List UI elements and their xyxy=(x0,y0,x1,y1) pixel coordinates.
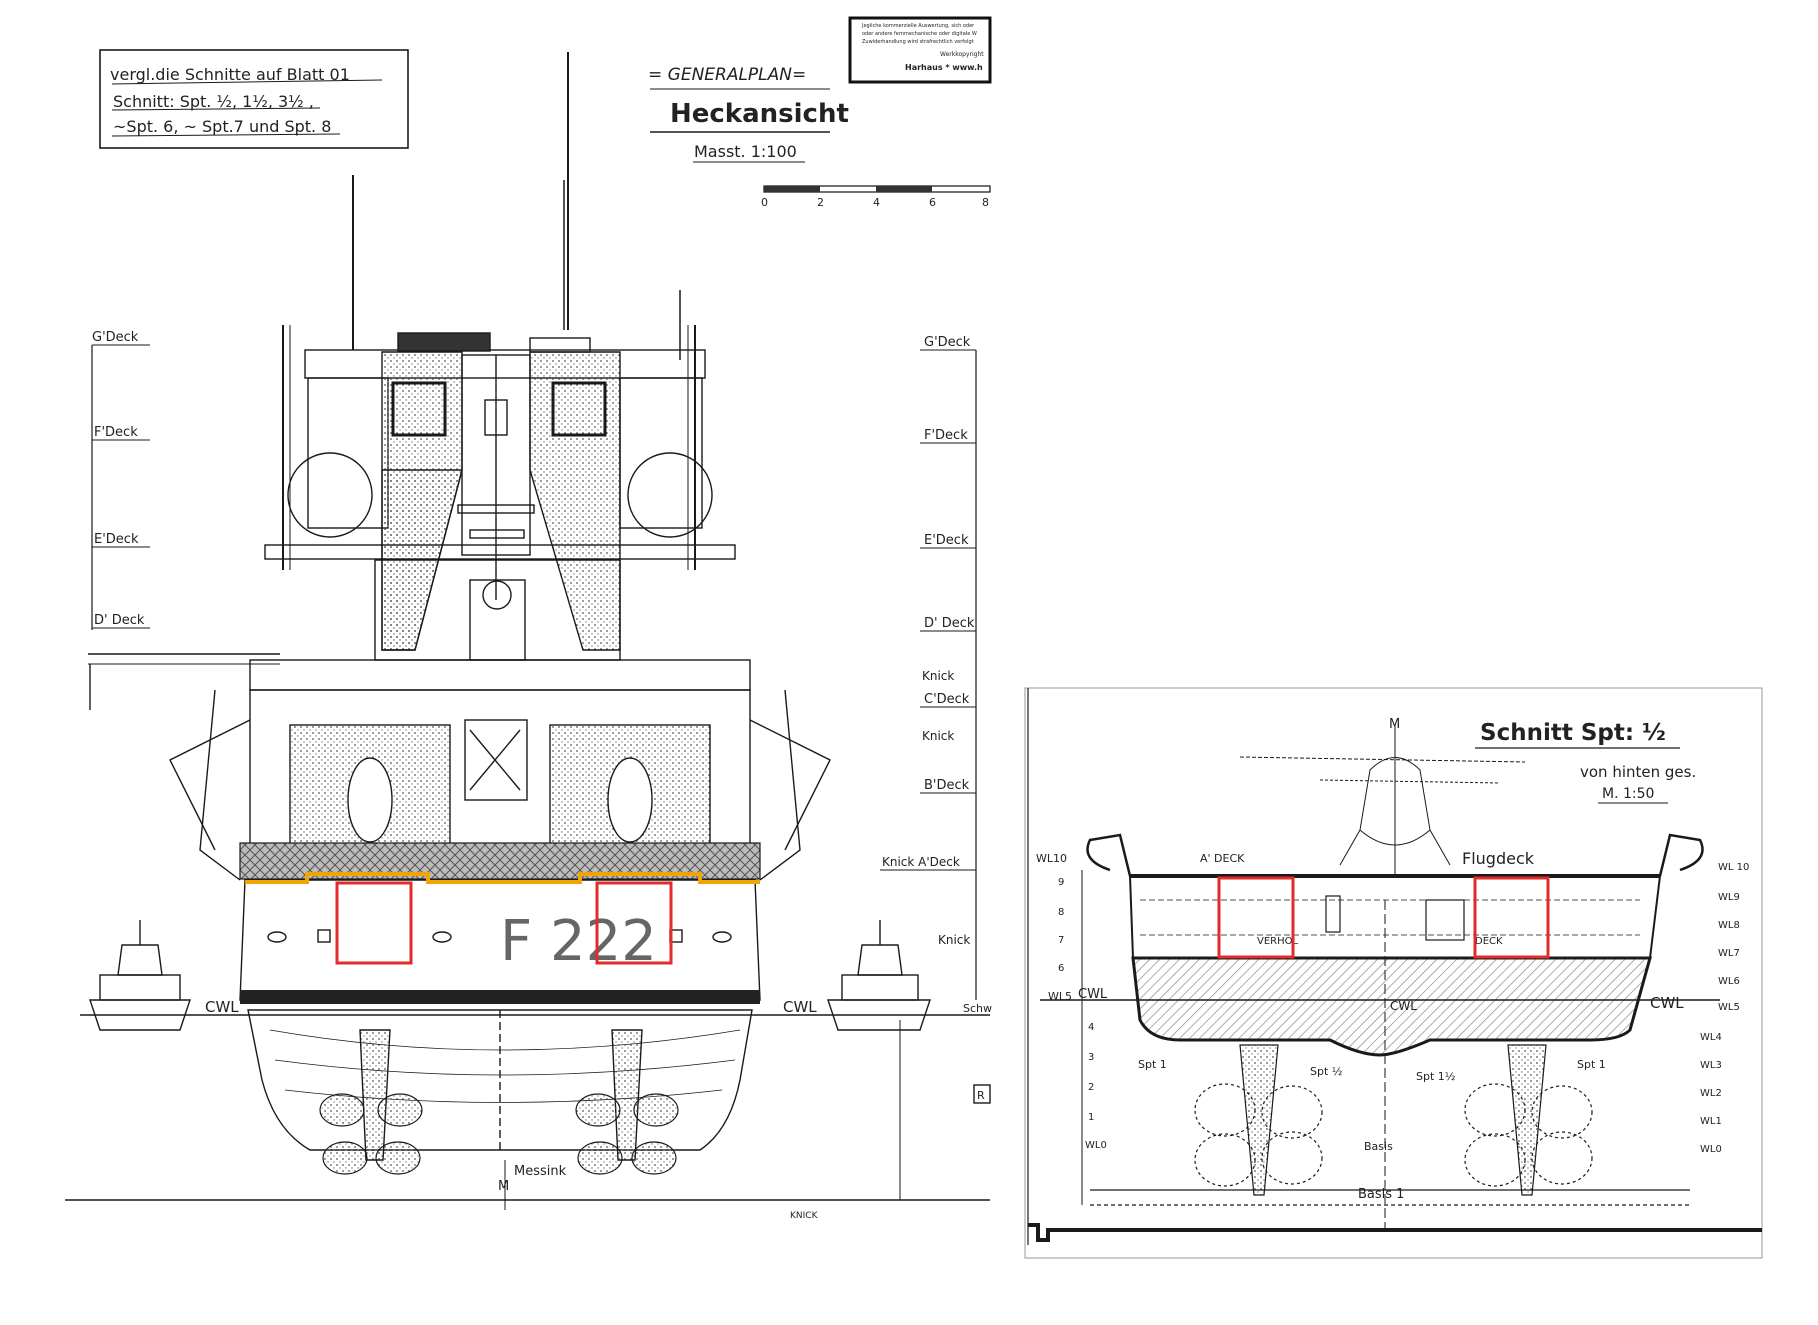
section-center-label: CWL xyxy=(1390,999,1417,1013)
deck-right-knick-3: Knick xyxy=(938,933,970,947)
deck-left-g: G'Deck xyxy=(92,330,139,345)
deck-right-e: E'Deck xyxy=(924,533,969,548)
m-mark-top: M xyxy=(1389,717,1400,732)
section-scale: M. 1:50 xyxy=(1602,786,1654,802)
stamp-line-1: Jegliche kommerzielle Auswertung, sich o… xyxy=(861,23,975,29)
helicopter-outline xyxy=(1239,725,1526,875)
deck-scale-left: G'Deck F'Deck E'Deck D' Deck xyxy=(91,330,150,630)
wl-right-10: WL 10 xyxy=(1718,862,1749,873)
flugdeck-label: Flugdeck xyxy=(1462,849,1535,868)
wl-left-4: 4 xyxy=(1088,1022,1094,1033)
wl-right-1: WL1 xyxy=(1700,1116,1722,1127)
wl-left-10: WL10 xyxy=(1036,852,1067,865)
wl-right-2: WL2 xyxy=(1700,1088,1722,1099)
scale-bar: 0 2 4 6 8 xyxy=(761,185,991,209)
stamp-line-2: oder andere fernmechanische oder digital… xyxy=(862,31,977,37)
highlight-box-right-2 xyxy=(1473,876,1550,959)
wl-right-8: WL8 xyxy=(1718,920,1740,931)
section-cwl-left: CWL xyxy=(1078,987,1108,1002)
stamp-line-3: Zuwiderhandlung wird strafrechtlich verf… xyxy=(862,39,974,45)
scale-tick-4: 4 xyxy=(873,196,880,209)
deck-right-d: D' Deck xyxy=(924,616,975,631)
wl-labels-left: WL10 9 8 7 6 WL5 4 3 2 1 WL0 xyxy=(1036,852,1107,1151)
section-subtitle: von hinten ges. xyxy=(1580,763,1696,781)
basis1-label: Basis 1 xyxy=(1358,1187,1404,1202)
wl-left-1: 1 xyxy=(1088,1112,1094,1123)
m-mark-left: M xyxy=(498,1179,509,1194)
messink-label: Messink xyxy=(514,1164,567,1179)
wl-left-9: 9 xyxy=(1058,877,1064,888)
schw-label: Schw xyxy=(963,1002,992,1015)
deck-right-knick-1: Knick xyxy=(922,669,954,683)
wl-left-0: WL0 xyxy=(1085,1140,1107,1151)
scale-tick-8: 8 xyxy=(982,196,989,209)
a-deck-label: A' DECK xyxy=(1200,852,1245,865)
note-line-3: ~Spt. 6, ~ Spt.7 und Spt. 8 xyxy=(113,117,331,136)
spt-label-2: Spt ½ xyxy=(1310,1065,1342,1078)
wl-right-7: WL7 xyxy=(1718,948,1740,959)
section-panel: Schnitt Spt: ½ von hinten ges. M. 1:50 M xyxy=(1024,687,1763,1259)
deck-mark-label: DECK xyxy=(1475,936,1503,947)
knick-bottom-label: KNICK xyxy=(790,1211,819,1221)
generalplan-label: = GENERALPLAN= xyxy=(648,65,806,85)
wl-right-6: WL6 xyxy=(1718,976,1740,987)
deck-right-knick-2: Knick xyxy=(922,729,954,743)
highlight-box-right-1 xyxy=(1217,876,1295,959)
highlight-box-left-1 xyxy=(335,881,413,965)
scale-tick-6: 6 xyxy=(929,196,936,209)
deck-scale-right: G'Deck F'Deck E'Deck D' Deck Knick C'Dec… xyxy=(880,335,977,1000)
r-label: R xyxy=(977,1089,985,1102)
cwl-left-label: CWL xyxy=(205,998,239,1016)
buoy-right xyxy=(827,920,931,1031)
ship-stern-view xyxy=(65,52,991,1210)
wl-right-4: WL4 xyxy=(1700,1032,1722,1043)
heckansicht-panel: vergl.die Schnitte auf Blatt 01 Schnitt:… xyxy=(65,16,992,1221)
spt-label-1: Spt 1 xyxy=(1138,1058,1167,1071)
wl-left-6: 6 xyxy=(1058,963,1064,974)
deck-right-knick-a: Knick A'Deck xyxy=(882,855,960,869)
stamp-line-5: Harhaus * www.h xyxy=(905,63,983,72)
wl-right-3: WL3 xyxy=(1700,1060,1722,1071)
section-cwl-right: CWL xyxy=(1650,994,1684,1012)
stamp-line-4: Werkkopyright xyxy=(940,51,984,58)
deck-right-c: C'Deck xyxy=(924,692,970,707)
deck-right-f: F'Deck xyxy=(924,428,968,443)
section-propulsion xyxy=(1090,1044,1690,1206)
deck-right-b: B'Deck xyxy=(924,778,970,793)
deck-left-f: F'Deck xyxy=(94,425,138,440)
wl-scale-left xyxy=(1040,870,1720,1205)
verhol-label: VERHOL xyxy=(1257,936,1298,947)
wl-right-5: WL5 xyxy=(1718,1002,1740,1013)
wl-labels-right: WL 10 WL9 WL8 WL7 WL6 WL5 WL4 WL3 WL2 WL… xyxy=(1700,862,1749,1155)
wl-left-8: 8 xyxy=(1058,907,1064,918)
wl-right-9: WL9 xyxy=(1718,892,1740,903)
buoy-left xyxy=(89,920,191,1031)
scale-label: Masst. 1:100 xyxy=(694,142,797,161)
note-line-2: Schnitt: Spt. ½, 1½, 3½ , xyxy=(113,92,314,111)
basis-label: Basis xyxy=(1364,1140,1393,1153)
spt-label-4: Spt 1 xyxy=(1577,1058,1606,1071)
highlight-deck-line xyxy=(245,872,760,884)
deck-left-d: D' Deck xyxy=(94,613,145,628)
copyright-stamp: Jegliche kommerzielle Auswertung, sich o… xyxy=(848,16,992,84)
section-title: Schnitt Spt: ½ xyxy=(1480,720,1666,746)
title-block: = GENERALPLAN= Heckansicht Masst. 1:100 … xyxy=(648,65,991,209)
scale-tick-0: 0 xyxy=(761,196,768,209)
deck-right-g: G'Deck xyxy=(924,335,971,350)
spt-label-3: Spt 1½ xyxy=(1416,1070,1455,1083)
wl-left-3: 3 xyxy=(1088,1052,1094,1063)
deck-left-e: E'Deck xyxy=(94,532,139,547)
wl-left-2: 2 xyxy=(1088,1082,1094,1093)
wl-left-7: 7 xyxy=(1058,935,1064,946)
cwl-right-label: CWL xyxy=(783,998,817,1016)
wl-left-5: WL5 xyxy=(1048,990,1072,1003)
highlight-box-left-2 xyxy=(595,881,673,965)
reference-note: vergl.die Schnitte auf Blatt 01 Schnitt:… xyxy=(99,49,409,149)
hull-section xyxy=(1086,833,1704,1230)
wl-right-0: WL0 xyxy=(1700,1144,1722,1155)
heckansicht-title: Heckansicht xyxy=(670,99,849,129)
note-line-1: vergl.die Schnitte auf Blatt 01 xyxy=(110,65,350,84)
scale-tick-2: 2 xyxy=(817,196,824,209)
